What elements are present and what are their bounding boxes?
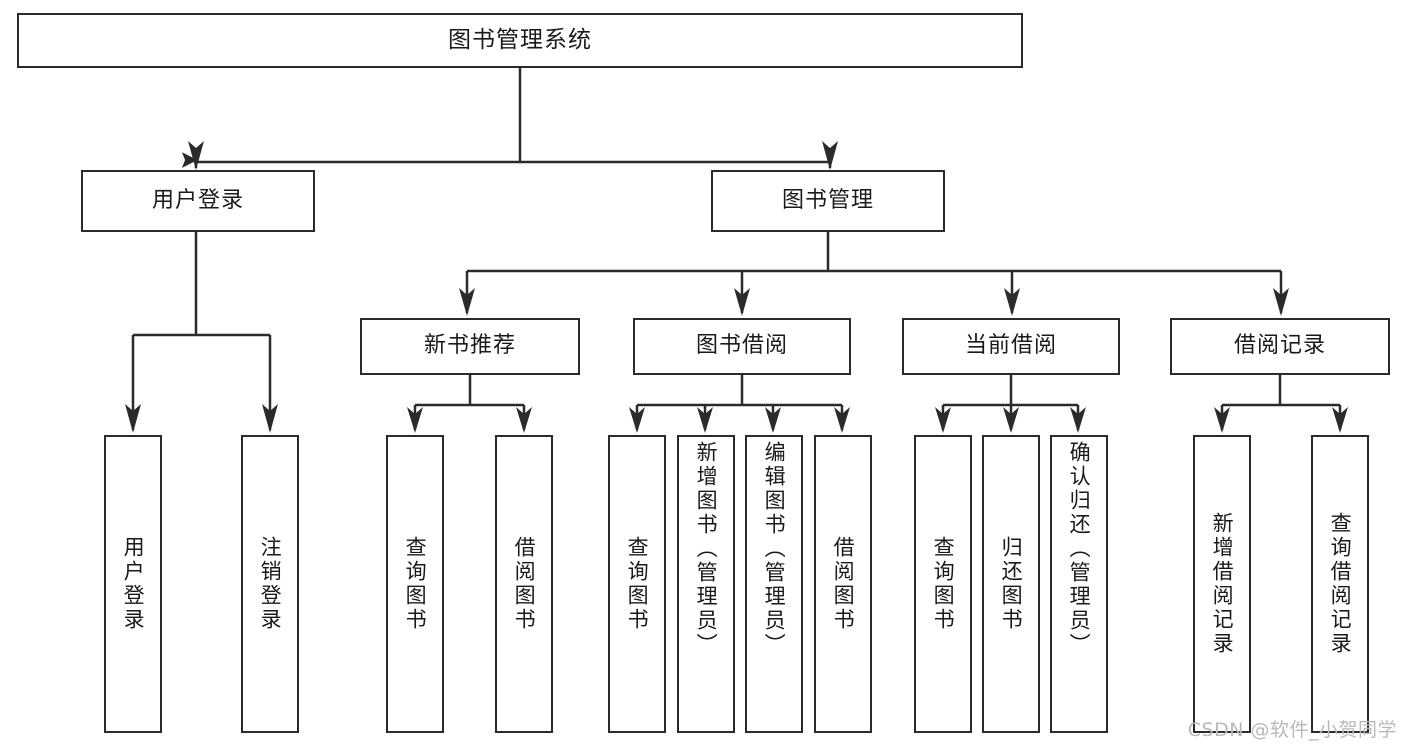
leaf-borrow-record-add-record[interactable]: 新增借阅记录 (1193, 435, 1251, 733)
leaf-current-borrow-confirm-return-admin[interactable]: 确认归还（管理员） (1050, 435, 1108, 733)
leaf-book-borrow-add-book-admin[interactable]: 新增图书（管理员） (677, 435, 735, 733)
leaf-book-borrow-edit-book-admin[interactable]: 编辑图书（管理员） (745, 435, 803, 733)
node-borrowing-record[interactable]: 借阅记录 (1170, 318, 1390, 375)
node-new-book-recommendation[interactable]: 新书推荐 (360, 318, 580, 375)
watermark-text: CSDN @软件_小贺同学 (1187, 719, 1397, 741)
leaf-new-book-borrow-book[interactable]: 借阅图书 (495, 435, 553, 733)
node-book-management[interactable]: 图书管理 (711, 170, 945, 232)
node-book-borrowing[interactable]: 图书借阅 (633, 318, 851, 375)
leaf-new-book-query-book[interactable]: 查询图书 (386, 435, 444, 733)
leaf-user-login-login[interactable]: 用户登录 (104, 435, 162, 733)
leaf-current-borrow-query-book[interactable]: 查询图书 (914, 435, 972, 733)
leaf-book-borrow-query-book[interactable]: 查询图书 (608, 435, 666, 733)
node-current-borrowing[interactable]: 当前借阅 (902, 318, 1120, 375)
node-root-book-management-system[interactable]: 图书管理系统 (17, 13, 1023, 68)
leaf-book-borrow-borrow-book[interactable]: 借阅图书 (814, 435, 872, 733)
leaf-current-borrow-return-book[interactable]: 归还图书 (982, 435, 1040, 733)
leaf-user-login-logout[interactable]: 注销登录 (241, 435, 299, 733)
node-user-login[interactable]: 用户登录 (81, 170, 315, 232)
leaf-borrow-record-query-record[interactable]: 查询借阅记录 (1311, 435, 1369, 733)
